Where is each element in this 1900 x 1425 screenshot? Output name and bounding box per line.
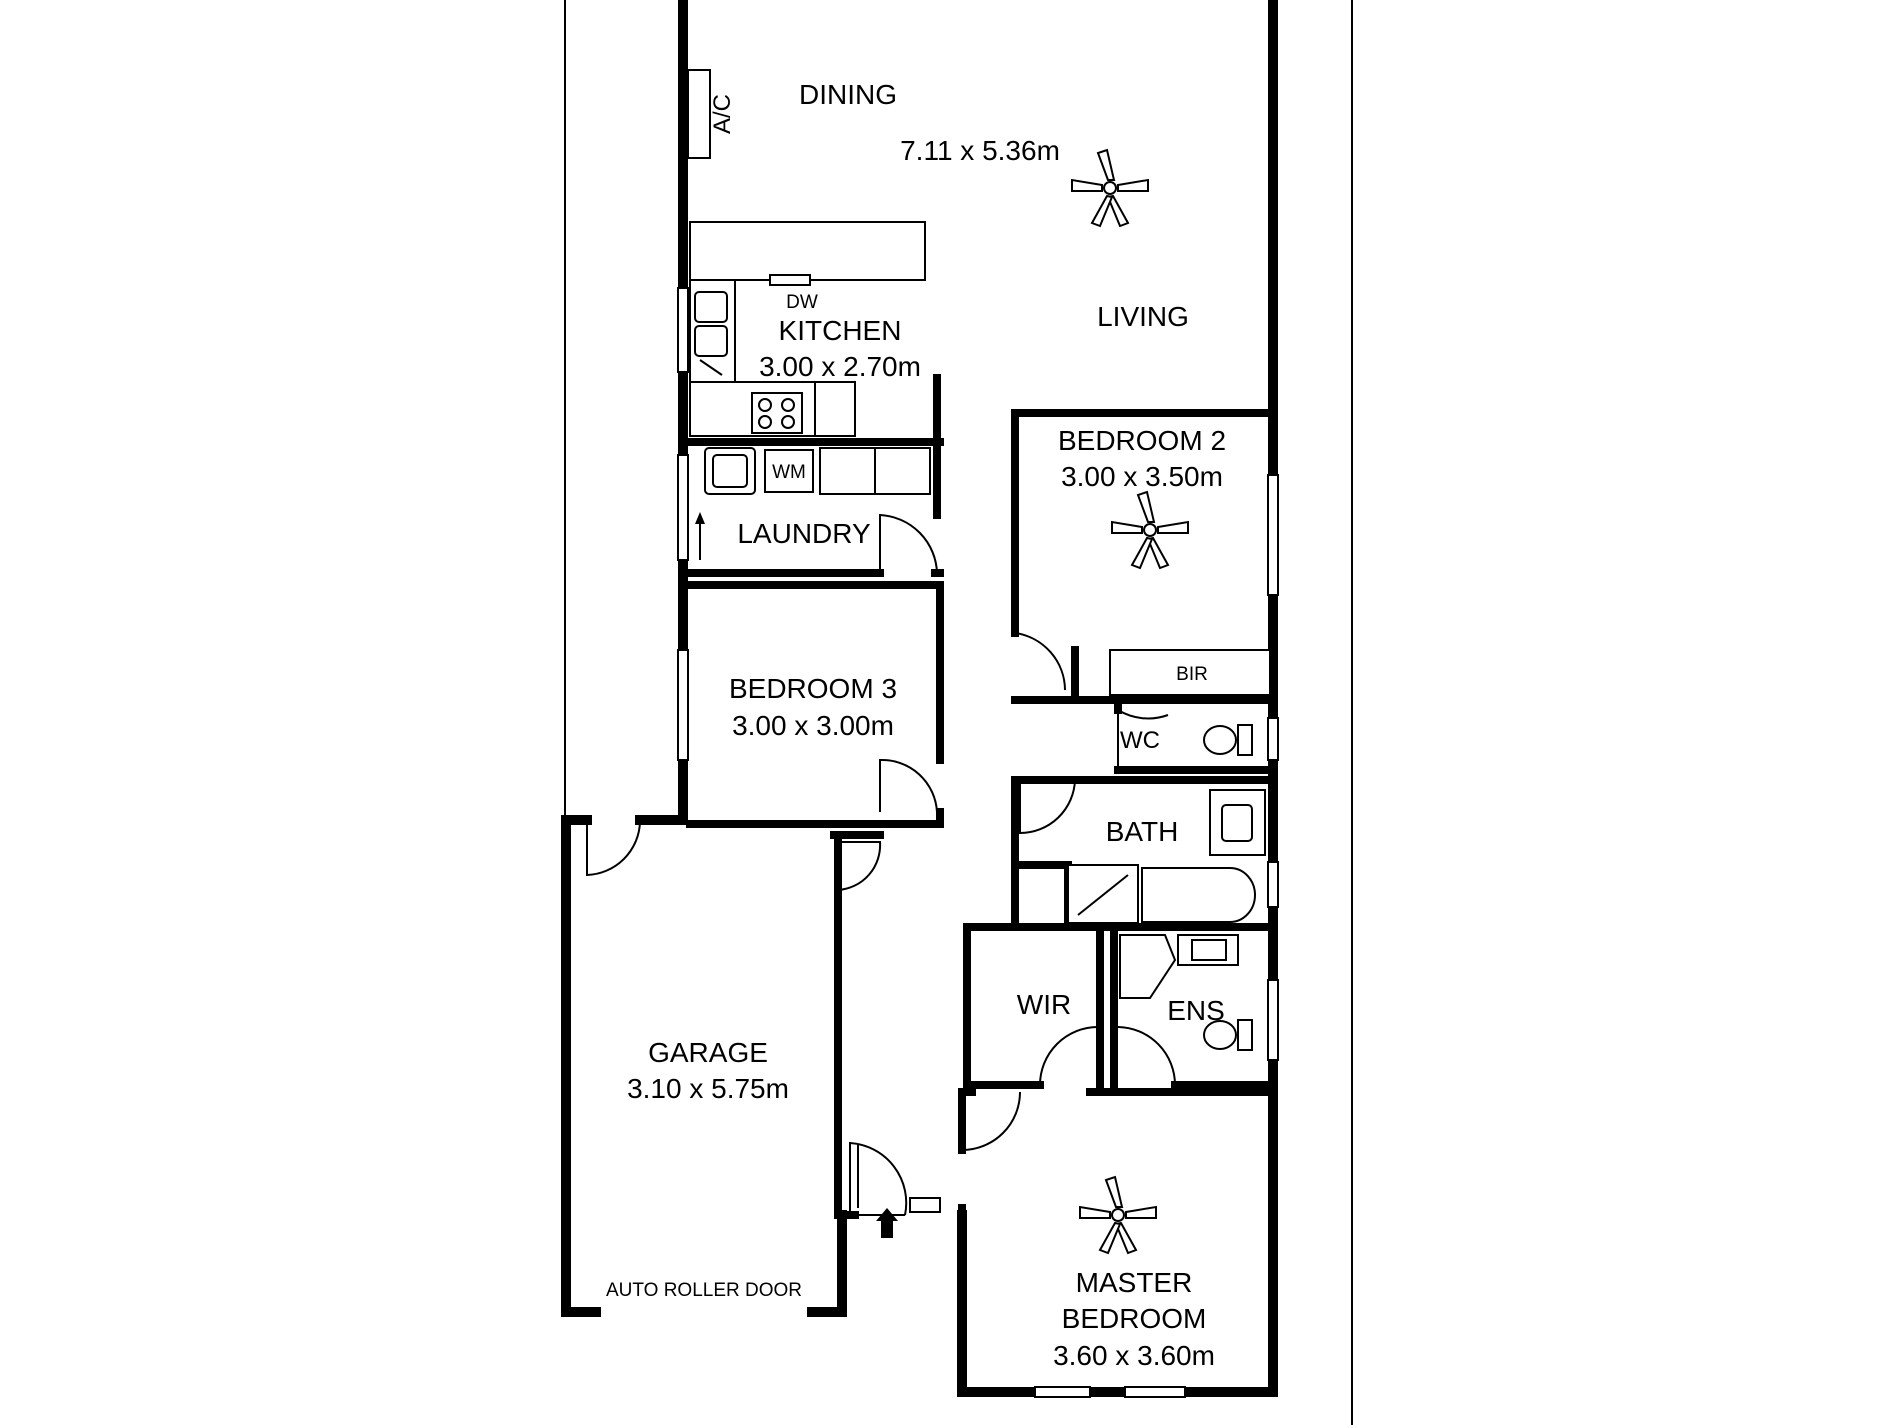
- label-wc: WC: [1120, 727, 1160, 754]
- label-laundry: LAUNDRY: [737, 518, 871, 549]
- label-master-bedroom-line2: BEDROOM: [1062, 1303, 1207, 1334]
- label-master-bedroom-line1: MASTER: [1076, 1267, 1193, 1298]
- label-bedroom-2: BEDROOM 2: [1058, 425, 1226, 456]
- kitchen-sink: [694, 291, 728, 376]
- label-living-size: 7.11 x 5.36m: [900, 135, 1060, 166]
- label-bedroom-3-size: 3.00 x 3.00m: [732, 710, 894, 741]
- label-living: LIVING: [1097, 301, 1189, 332]
- label-ens: ENS: [1167, 995, 1225, 1026]
- laundry-entry-arrow-icon: [695, 512, 705, 560]
- ceiling-fan-icon: [1079, 1175, 1157, 1255]
- kitchen-benches: [689, 221, 926, 437]
- label-dw: DW: [786, 292, 818, 313]
- label-kitchen-size: 3.00 x 2.70m: [759, 351, 921, 382]
- label-wir: WIR: [1017, 989, 1071, 1020]
- door-swings: [586, 513, 1176, 1216]
- label-dining: DINING: [799, 79, 897, 110]
- wc-toilet: [1203, 724, 1253, 756]
- cooktop: [751, 392, 803, 434]
- label-garage-size: 3.10 x 5.75m: [627, 1073, 789, 1104]
- label-garage: GARAGE: [648, 1037, 768, 1068]
- windows: [677, 287, 1279, 1398]
- label-auto-roller-door: AUTO ROLLER DOOR: [606, 1280, 802, 1301]
- interior-walls: [686, 374, 1277, 1224]
- ceiling-fan-icon: [1111, 490, 1189, 570]
- label-bath: BATH: [1106, 816, 1179, 847]
- label-kitchen: KITCHEN: [779, 315, 902, 346]
- bath-fixtures: [1067, 789, 1266, 924]
- entry-arrow-icon: [876, 1208, 898, 1238]
- label-bedroom-3: BEDROOM 3: [729, 673, 897, 704]
- laundry-fixtures: [704, 447, 931, 495]
- label-bir: BIR: [1176, 664, 1208, 685]
- bir-robe: [1109, 649, 1271, 696]
- label-ac: A/C: [709, 94, 736, 134]
- label-bedroom-2-size: 3.00 x 3.50m: [1061, 461, 1223, 492]
- ac-unit: [687, 69, 711, 159]
- ensuite-fixtures: [1119, 934, 1253, 1051]
- label-wm: WM: [772, 462, 806, 483]
- ceiling-fan-icon: [1071, 148, 1149, 228]
- label-master-bedroom-size: 3.60 x 3.60m: [1053, 1340, 1215, 1371]
